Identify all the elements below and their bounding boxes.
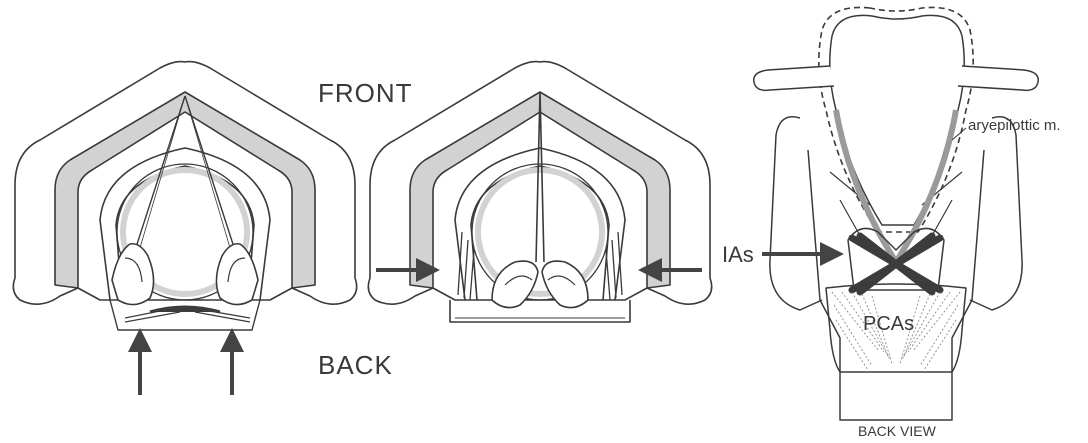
vocal-folds-closed xyxy=(536,92,544,262)
label-front: FRONT xyxy=(318,78,413,108)
epiglottis xyxy=(830,15,965,225)
tracheal-ring-2 xyxy=(472,164,608,300)
panel-back-view xyxy=(754,7,1038,420)
label-aryepiglottic: aryepilottic m. xyxy=(968,117,1061,134)
hyoid-horn-left xyxy=(754,66,834,90)
label-back: BACK xyxy=(318,350,393,380)
label-pcas: PCAs xyxy=(863,313,914,335)
panel-adducted-larynx xyxy=(368,62,711,322)
label-back-view: BACK VIEW xyxy=(858,423,937,439)
thyroid-horn-left xyxy=(770,117,822,310)
thyroid-horn-right xyxy=(970,117,1022,310)
thyroid-cartilage-band xyxy=(55,92,315,288)
label-ias: IAs xyxy=(722,242,754,267)
hyoid-horn-right xyxy=(958,66,1038,90)
panel-abducted-larynx xyxy=(13,62,356,330)
